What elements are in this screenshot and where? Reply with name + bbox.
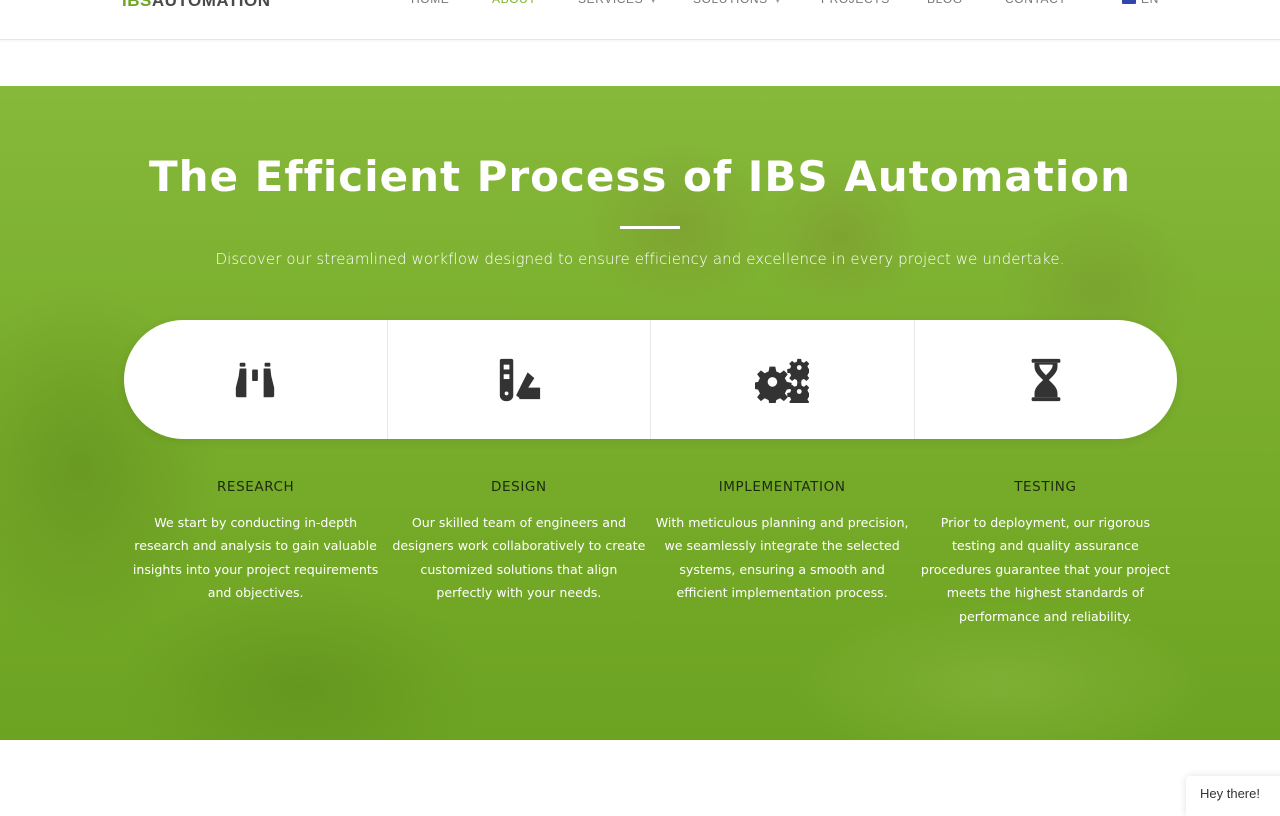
site-header: IBSAUTOMATION HOME ABOUT SERVICES ▼ SOLUT… xyxy=(0,0,1280,40)
nav-home[interactable]: HOME xyxy=(411,0,449,6)
nav-projects[interactable]: PROJECTS xyxy=(821,0,890,6)
nav-contact[interactable]: CONTACT xyxy=(1005,0,1066,6)
step-implementation: IMPLEMENTATION With meticulous planning … xyxy=(651,479,914,628)
section-title: The Efficient Process of IBS Automation xyxy=(149,152,1131,201)
chat-greeting: Hey there! xyxy=(1200,786,1260,801)
process-cell-testing xyxy=(915,320,1178,439)
title-divider xyxy=(620,226,680,229)
process-steps: RESEARCH We start by conducting in-depth… xyxy=(124,479,1177,628)
uk-flag-icon xyxy=(1122,0,1136,5)
nav-services-label: SERVICES xyxy=(578,0,643,6)
section-subtitle: Discover our streamlined workflow design… xyxy=(215,250,1065,268)
step-research: RESEARCH We start by conducting in-depth… xyxy=(124,479,387,628)
step-design: DESIGN Our skilled team of engineers and… xyxy=(387,479,650,628)
nav-blog[interactable]: BLOG xyxy=(927,0,963,6)
process-section: The Efficient Process of IBS Automation … xyxy=(0,86,1280,740)
step-title: DESIGN xyxy=(491,479,547,495)
step-description: Our skilled team of engineers and design… xyxy=(392,515,646,601)
hourglass-icon xyxy=(1031,358,1061,401)
logo-mark: IBS xyxy=(122,0,152,10)
chat-widget[interactable]: Hey there! xyxy=(1186,776,1280,816)
process-cell-implementation xyxy=(651,320,915,439)
cogs-icon xyxy=(755,358,810,403)
main-nav: HOME ABOUT SERVICES ▼ SOLUTIONS ▼ PROJECTS… xyxy=(0,0,1280,12)
language-label: EN xyxy=(1141,0,1159,6)
logo-word: AUTOMATION xyxy=(151,0,271,10)
step-title: TESTING xyxy=(1014,479,1077,495)
step-description: With meticulous planning and precision, … xyxy=(655,515,909,601)
logo[interactable]: IBSAUTOMATION xyxy=(122,0,270,11)
process-cell-design xyxy=(388,320,651,439)
nav-solutions[interactable]: SOLUTIONS ▼ xyxy=(693,0,782,6)
nav-services[interactable]: SERVICES ▼ xyxy=(578,0,658,6)
step-description: We start by conducting in-depth research… xyxy=(132,515,379,601)
nav-solutions-label: SOLUTIONS xyxy=(693,0,768,6)
swatchbook-icon xyxy=(499,358,540,401)
chevron-down-icon: ▼ xyxy=(649,0,658,5)
step-testing: TESTING Prior to deployment, our rigorou… xyxy=(914,479,1177,628)
process-icon-bar xyxy=(124,320,1177,439)
chevron-down-icon: ▼ xyxy=(773,0,783,5)
binoculars-icon xyxy=(236,362,275,397)
step-description: Prior to deployment, our rigorous testin… xyxy=(920,515,1170,624)
language-switcher[interactable]: EN xyxy=(1122,0,1159,6)
nav-about[interactable]: ABOUT xyxy=(492,0,536,6)
step-title: RESEARCH xyxy=(216,479,295,495)
process-cell-research xyxy=(124,320,388,439)
step-title: IMPLEMENTATION xyxy=(718,479,846,495)
